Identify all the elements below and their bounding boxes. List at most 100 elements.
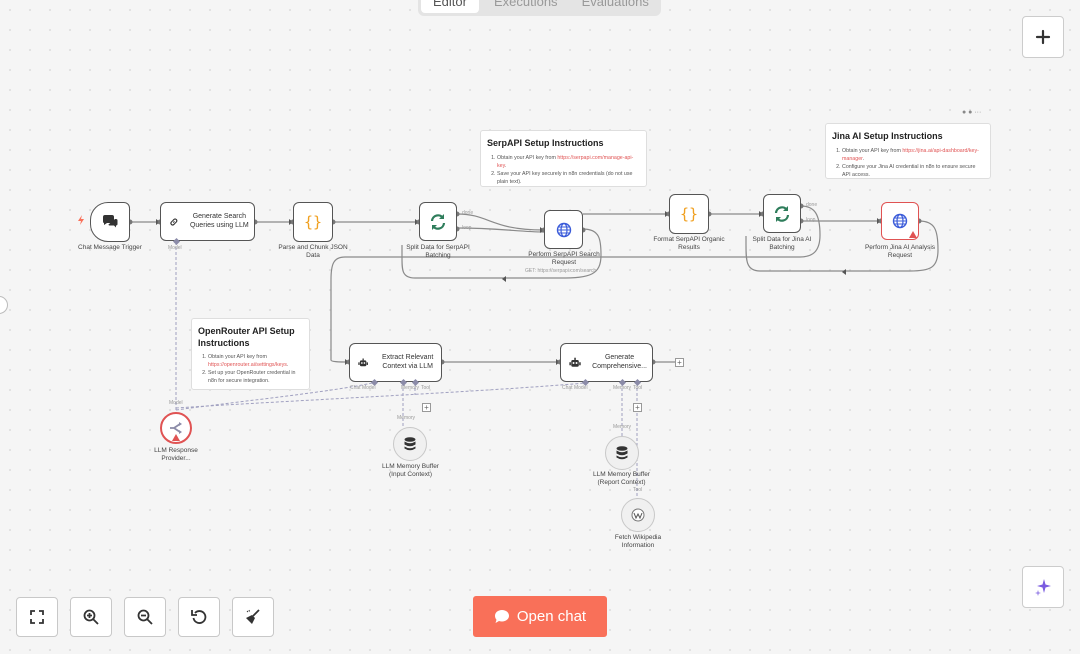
split-loop-icon <box>774 205 790 222</box>
tab-editor[interactable]: Editor <box>421 0 479 13</box>
node-label: Chat Message Trigger <box>78 244 142 251</box>
port-label: Chat Model <box>562 385 588 391</box>
link-chain-icon <box>170 217 178 226</box>
plus-icon <box>1035 29 1051 45</box>
port-label: done <box>462 210 474 216</box>
open-chat-label: Open chat <box>516 608 587 625</box>
port-label: Tool <box>633 487 643 493</box>
node-wikipedia[interactable] <box>621 498 655 532</box>
warning-icon <box>172 434 180 441</box>
fullscreen-icon <box>30 610 44 624</box>
ai-assistant-button[interactable] <box>1022 566 1064 608</box>
tidy-up-button[interactable] <box>232 597 274 637</box>
tab-evaluations[interactable]: Evaluations <box>581 0 649 9</box>
sticky-toolbar-icons[interactable]: ● ● ··· <box>962 109 982 116</box>
openrouter-icon <box>170 422 182 434</box>
port-label: Memory <box>613 385 632 391</box>
node-memory-report[interactable] <box>605 436 639 470</box>
sparkle-icon <box>1035 579 1051 596</box>
openrouter-link[interactable]: https://openrouter.ai/settings/keys <box>208 362 287 369</box>
open-chat-button[interactable]: Open chat <box>473 596 607 637</box>
sticky-openrouter[interactable]: OpenRouter API Setup Instructions Obtain… <box>191 318 310 390</box>
sticky-item: Set up your OpenRouter credential in n8n… <box>208 370 303 386</box>
add-next-node-button[interactable]: + <box>675 358 684 367</box>
sticky-jina[interactable]: Jina AI Setup Instructions Obtain your A… <box>825 123 991 179</box>
node-chat-trigger[interactable] <box>90 202 130 242</box>
zoom-out-icon <box>137 609 153 625</box>
wikipedia-icon <box>631 508 645 522</box>
reset-zoom-button[interactable] <box>178 597 220 637</box>
globe-icon <box>556 222 571 237</box>
sticky-title: SerpAPI Setup Instructions <box>487 138 604 148</box>
node-memory-input[interactable] <box>393 427 427 461</box>
node-generate-queries[interactable]: Generate Search Queries using LLM <box>160 202 255 241</box>
node-label: LLM Response Provider... <box>154 447 198 463</box>
warning-icon <box>909 231 917 238</box>
serpapi-link[interactable]: https://serpapi.com/manage-api-key <box>497 154 634 169</box>
port-label: Memory <box>397 415 416 421</box>
sticky-item: Obtain your API key from https://jina.ai… <box>842 148 984 164</box>
node-label: Format SerpAPI Organic Results <box>653 236 725 252</box>
robot-icon <box>358 358 368 366</box>
node-label: Fetch Wikipedia Information <box>614 534 662 550</box>
split-loop-icon <box>430 213 446 230</box>
broom-icon <box>246 609 260 624</box>
fit-view-button[interactable] <box>16 597 58 637</box>
node-label: Perform SerpAPI Search Request <box>528 251 600 267</box>
node-label: LLM Memory Buffer (Report Context) <box>593 471 650 487</box>
add-node-button[interactable] <box>1022 16 1064 58</box>
node-label: Split Data for Jina AI Batching <box>752 236 812 252</box>
node-label: Parse and Chunk JSON Data <box>278 244 348 260</box>
robot-icon <box>569 357 581 367</box>
code-braces-icon: {} <box>303 213 323 231</box>
port-label: Memory <box>401 385 420 391</box>
database-icon <box>404 437 416 451</box>
undo-icon <box>191 610 207 624</box>
port-label: Chat Model <box>350 385 376 391</box>
sticky-title: Jina AI Setup Instructions <box>832 131 943 141</box>
port-label: Model <box>169 400 183 406</box>
zoom-in-button[interactable] <box>70 597 112 637</box>
lightning-icon <box>78 215 84 225</box>
node-generate-report[interactable]: Generate Comprehensive... <box>560 343 653 382</box>
add-tool-button[interactable]: + <box>633 403 642 412</box>
node-perform-serpapi[interactable] <box>544 210 583 249</box>
tab-executions[interactable]: Executions <box>493 0 558 9</box>
jina-link[interactable]: https://jina.ai/api-dashboard/key-manage… <box>842 147 979 162</box>
port-label: Tool <box>633 385 643 391</box>
node-title: Generate Search Queries using LLM <box>189 212 249 229</box>
sticky-title: OpenRouter API Setup Instructions <box>198 326 295 348</box>
sticky-item: Obtain your API key from https://serpapi… <box>497 155 640 171</box>
code-braces-icon: {} <box>679 205 699 223</box>
node-split-serpapi[interactable] <box>419 202 457 241</box>
zoom-in-icon <box>83 609 99 625</box>
node-label: Perform Jina AI Analysis Request <box>864 244 936 260</box>
view-tabs: Editor Executions Evaluations <box>418 0 661 16</box>
node-format-serpapi[interactable]: {} <box>669 194 709 234</box>
port-label: loop <box>806 217 816 223</box>
chat-bubble-icon <box>103 215 118 228</box>
node-extract-context[interactable]: Extract Relevant Context via LLM <box>349 343 442 382</box>
port-label: Memory <box>613 424 632 430</box>
sticky-item: Obtain your API key from https://openrou… <box>208 354 303 370</box>
port-label: done <box>806 202 818 208</box>
sticky-item: Save your API key securely in n8n creden… <box>497 171 640 187</box>
node-parse-json[interactable]: {} <box>293 202 333 242</box>
sticky-serpapi[interactable]: SerpAPI Setup Instructions Obtain your A… <box>480 130 647 187</box>
port-label: loop <box>462 225 472 231</box>
database-icon <box>616 446 628 460</box>
node-title: Extract Relevant Context via LLM <box>381 353 434 370</box>
globe-icon <box>892 213 908 229</box>
port-label: Tool <box>421 385 431 391</box>
node-label: LLM Memory Buffer (Input Context) <box>382 463 439 479</box>
port-label: Model <box>168 245 182 251</box>
node-label: Split Data for SerpAPI Batching <box>406 244 470 260</box>
node-title: Generate Comprehensive... <box>592 353 647 370</box>
sticky-item: Configure your Jina AI credential in n8n… <box>842 164 984 180</box>
zoom-out-button[interactable] <box>124 597 166 637</box>
chat-icon <box>494 610 509 623</box>
add-tool-button[interactable]: + <box>422 403 431 412</box>
node-split-jina[interactable] <box>763 194 801 233</box>
